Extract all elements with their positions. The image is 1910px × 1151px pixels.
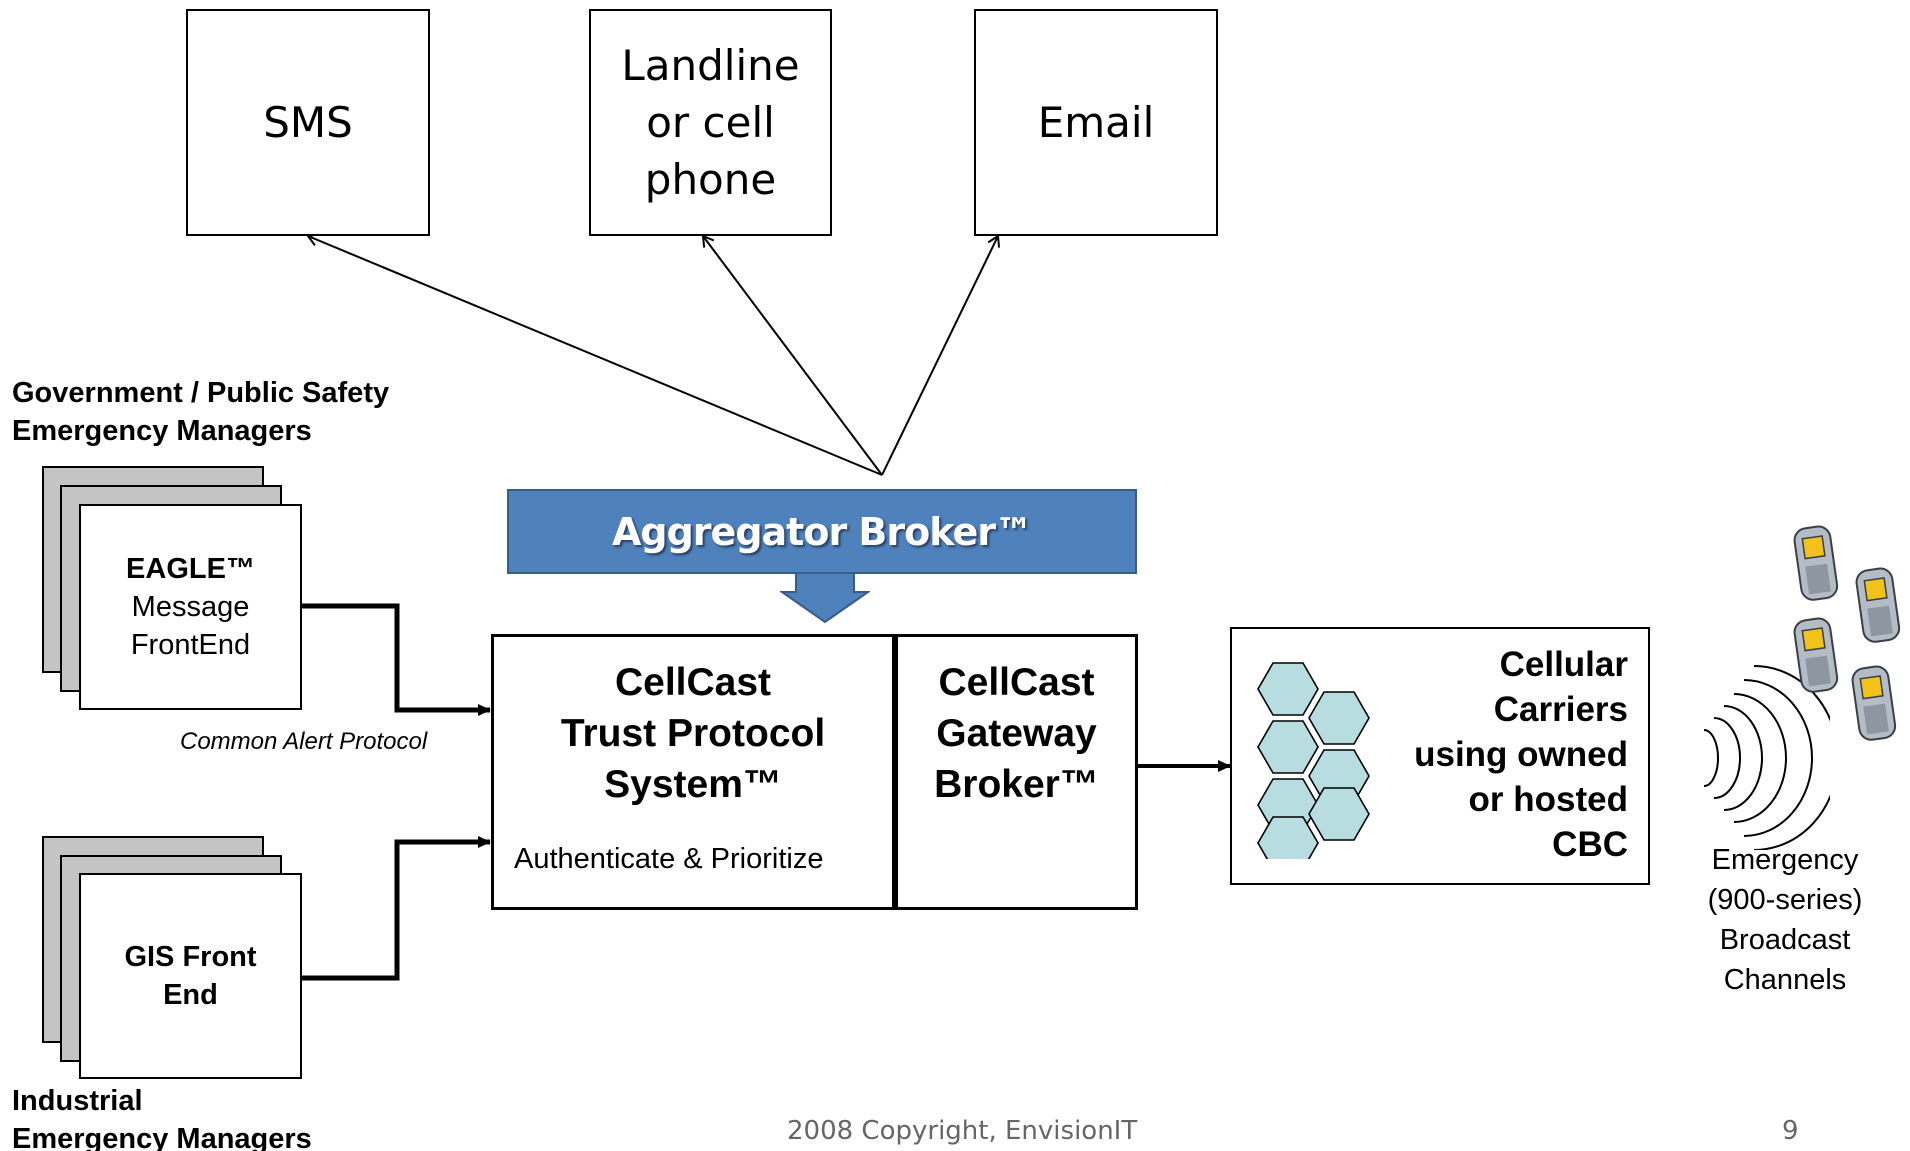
carriers-label: Cellular Carriers using owned or hosted … xyxy=(1414,645,1628,864)
cell-network-hexagons-icon xyxy=(1257,662,1370,859)
gateway-broker-box: CellCast Gateway Broker™ xyxy=(895,634,1138,910)
protocol-label: Common Alert Protocol xyxy=(180,728,428,755)
email-label: Email xyxy=(1037,98,1155,147)
eagle-front-box: EAGLE™ Message FrontEnd xyxy=(79,504,302,710)
sms-label: SMS xyxy=(263,98,353,147)
arrow-to-sms xyxy=(306,233,883,476)
trust-protocol-subtitle: Authenticate & Prioritize xyxy=(514,843,824,875)
eagle-subtitle: Message FrontEnd xyxy=(130,591,251,661)
arrow-to-phone xyxy=(701,234,883,476)
gis-front-box: GIS Front End xyxy=(79,873,302,1079)
gateway-broker-title: CellCast Gateway Broker™ xyxy=(934,661,1099,806)
phone-box: Landline or cell phone xyxy=(589,9,832,236)
industrial-heading: Industrial Emergency Managers xyxy=(12,1085,312,1151)
sms-box: SMS xyxy=(186,9,430,236)
carriers-box: Cellular Carriers using owned or hosted … xyxy=(1230,627,1650,885)
cell-phones-icon xyxy=(1793,525,1901,741)
government-heading: Government / Public Safety Emergency Man… xyxy=(12,377,390,447)
arrow-to-email xyxy=(881,234,1001,476)
aggregator-down-arrow xyxy=(780,572,870,624)
gis-connector xyxy=(302,836,491,981)
footer-page-number: 9 xyxy=(1782,1116,1799,1146)
email-box: Email xyxy=(974,9,1218,236)
broadcast-channels-label: Emergency (900-series) Broadcast Channel… xyxy=(1707,844,1863,996)
footer-copyright: 2008 Copyright, EnvisionIT xyxy=(787,1116,1138,1146)
trust-protocol-box: CellCast Trust Protocol System™ Authenti… xyxy=(491,634,895,910)
phone-label: Landline or cell phone xyxy=(621,41,800,204)
aggregator-label: Aggregator Broker™ xyxy=(612,509,1033,554)
trust-protocol-title: CellCast Trust Protocol System™ xyxy=(560,661,826,806)
eagle-connector xyxy=(302,603,491,716)
gis-label: GIS Front End xyxy=(124,941,257,1011)
eagle-title: EAGLE™ xyxy=(126,553,255,585)
aggregator-broker-banner: Aggregator Broker™ xyxy=(507,489,1137,574)
broadcast-waves-icon xyxy=(1703,665,1830,850)
